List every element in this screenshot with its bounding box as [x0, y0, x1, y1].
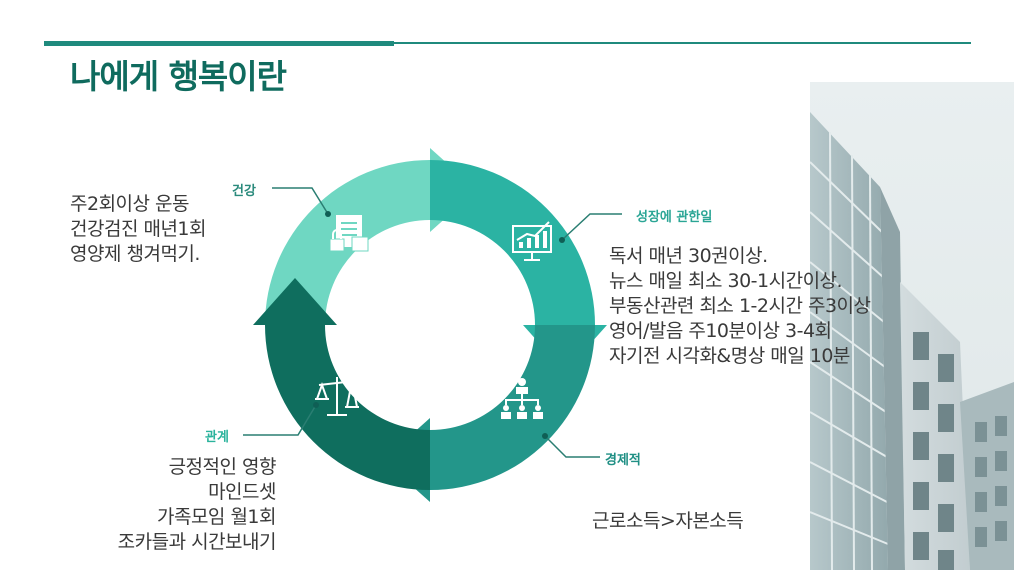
note-line: 영어/발음 주10분이상 3-4회 — [609, 320, 832, 342]
segment-health — [265, 148, 477, 325]
segment-label-relation: 관계 — [205, 430, 229, 445]
note-line: 긍정적인 영향 — [168, 456, 277, 478]
note-line: 뉴스 매일 최소 30-1시간이상. — [609, 270, 843, 292]
note-line: 자기전 시각화&명상 매일 10분 — [609, 345, 850, 367]
notes-relation: 긍정적인 영향 마인드셋 가족모임 월1회 조카들과 시간보내기 — [80, 455, 277, 555]
cycle-diagram — [253, 148, 607, 502]
note-line: 주2회이상 운동 — [70, 193, 190, 215]
segment-label-growth: 성장에 관한일 — [636, 210, 713, 225]
note-line: 건강검진 매년1회 — [70, 218, 207, 240]
segment-label-health: 건강 — [232, 184, 256, 199]
segment-label-economy: 경제적 — [605, 453, 641, 468]
org-chart-icon — [501, 378, 543, 419]
notes-economy: 근로소득>자본소득 — [592, 509, 744, 534]
note-line: 근로소득>자본소득 — [592, 510, 744, 532]
header-rule-thick — [44, 41, 394, 46]
segment-growth — [430, 160, 607, 372]
note-line: 독서 매년 30권이상. — [609, 245, 768, 267]
building-image — [810, 82, 1014, 570]
note-line: 영양제 챙겨먹기. — [70, 243, 200, 265]
notes-health: 주2회이상 운동 건강검진 매년1회 영양제 챙겨먹기. — [70, 192, 207, 267]
scale-icon — [315, 377, 359, 416]
note-line: 가족모임 월1회 — [156, 506, 277, 528]
page-title: 나에게 행복이란 — [70, 57, 287, 96]
segment-relation — [253, 278, 430, 490]
chart-monitor-icon — [512, 221, 552, 261]
document-lock-icon — [329, 215, 369, 252]
note-line: 부동산관련 최소 1-2시간 주3이상 — [609, 295, 871, 317]
segment-economy — [383, 325, 595, 502]
notes-growth: 독서 매년 30권이상. 뉴스 매일 최소 30-1시간이상. 부동산관련 최소… — [609, 244, 871, 369]
note-line: 조카들과 시간보내기 — [117, 531, 277, 553]
note-line: 마인드셋 — [208, 481, 276, 503]
header-rule-thin — [394, 42, 971, 44]
